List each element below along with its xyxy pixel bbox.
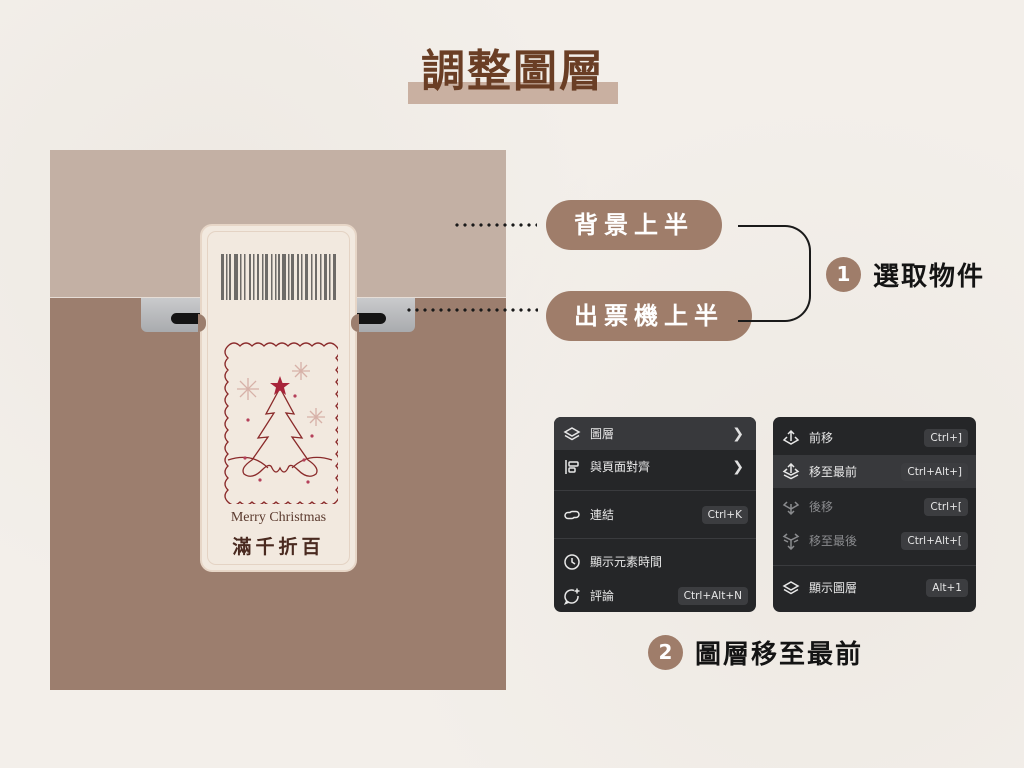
title-highlight (408, 82, 618, 104)
menu-item-send-backward[interactable]: 後移 Ctrl+[ (773, 490, 976, 523)
context-menu: 圖層 ❯ 與頁面對齊 ❯ 連結 Ctrl+K 顯示元素時間 評論 Ctrl+Al… (554, 417, 756, 612)
printer-slot-right (344, 313, 386, 324)
send-backward-icon (781, 497, 801, 517)
menu-item-comment[interactable]: 評論 Ctrl+Alt+N (554, 579, 756, 612)
shortcut-badge: Ctrl+[ (924, 497, 968, 516)
bring-to-front-icon (781, 462, 801, 482)
ticket-greeting: Merry Christmas (230, 510, 327, 525)
menu-item-send-to-back[interactable]: 移至最後 Ctrl+Alt+[ (773, 524, 976, 557)
ticket-notch-left (198, 314, 206, 332)
ticket-inner-border (207, 231, 350, 565)
step-2-number: 2 (648, 635, 683, 670)
shortcut-badge: Ctrl+Alt+[ (901, 531, 968, 550)
menu-item-show-timing[interactable]: 顯示元素時間 (554, 545, 756, 578)
shortcut-badge: Ctrl+K (701, 505, 748, 524)
menu-item-bring-forward[interactable]: 前移 Ctrl+] (773, 421, 976, 454)
chevron-right-icon: ❯ (732, 425, 744, 442)
comment-icon (562, 586, 582, 606)
menu-separator (773, 565, 976, 566)
step-1-number: 1 (826, 257, 861, 292)
ticket[interactable]: Merry Christmas 滿千折百 (198, 224, 359, 572)
christmas-tree-stamp-icon (222, 340, 338, 504)
step-1: 1 選取物件 (826, 256, 985, 293)
design-canvas[interactable]: Merry Christmas 滿千折百 (50, 150, 506, 690)
printer-slot-left (171, 313, 213, 324)
menu-separator (554, 490, 756, 491)
connector-printer-top-half (405, 308, 538, 312)
barcode-icon (221, 254, 337, 300)
shortcut-badge: Ctrl+] (924, 428, 968, 447)
label-bg-top-half: 背景上半 (546, 200, 722, 250)
step-2-label: 圖層移至最前 (695, 640, 864, 670)
bracket-connector (738, 225, 811, 322)
chevron-right-icon: ❯ (732, 458, 744, 475)
shortcut-badge: Alt+1 (926, 578, 968, 597)
page-title-block: 調整圖層 (408, 42, 618, 108)
send-to-back-icon (781, 531, 801, 551)
page-title: 調整圖層 (421, 46, 605, 97)
menu-item-layers[interactable]: 圖層 ❯ (554, 417, 756, 450)
shortcut-badge: Ctrl+Alt+] (901, 462, 968, 481)
label-printer-top-half: 出票機上半 (546, 291, 752, 341)
ticket-notch-right (351, 314, 359, 332)
menu-separator (554, 538, 756, 539)
menu-item-bring-to-front[interactable]: 移至最前 Ctrl+Alt+] (773, 455, 976, 488)
menu-item-align-to-page[interactable]: 與頁面對齊 ❯ (554, 450, 756, 483)
layer-submenu: 前移 Ctrl+] 移至最前 Ctrl+Alt+] 後移 Ctrl+[ 移至最後… (773, 417, 976, 612)
connector-bg-top-half (453, 223, 537, 227)
align-icon (562, 457, 582, 477)
layers-icon (562, 424, 582, 444)
link-icon (562, 505, 582, 525)
step-1-label: 選取物件 (873, 262, 986, 292)
bring-forward-icon (781, 428, 801, 448)
ticket-deal-text: 滿千折百 (232, 536, 325, 558)
step-2: 2 圖層移至最前 (648, 634, 863, 671)
menu-item-link[interactable]: 連結 Ctrl+K (554, 498, 756, 531)
shortcut-badge: Ctrl+Alt+N (677, 586, 748, 605)
layers-icon (781, 578, 801, 598)
clock-icon (562, 552, 582, 572)
menu-item-show-layers[interactable]: 顯示圖層 Alt+1 (773, 571, 976, 604)
